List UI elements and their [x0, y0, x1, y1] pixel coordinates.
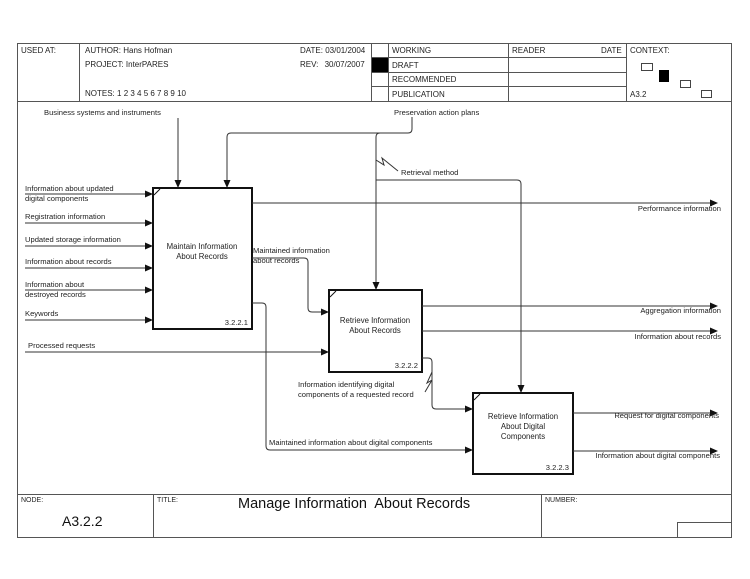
activity-title-3-2-2-1-line2: About Records: [176, 252, 228, 261]
label-maintained-info-components: Maintained information about digital com…: [269, 438, 433, 447]
project-label: PROJECT:: [85, 60, 124, 69]
status-checkbox-working[interactable]: [372, 44, 388, 57]
activity-box-3-2-2-3[interactable]: [472, 392, 574, 475]
status-checkbox-draft[interactable]: [372, 58, 388, 72]
activity-title-3-2-2-2-line2: About Records: [349, 326, 401, 335]
activity-box-3-2-2-2[interactable]: [328, 289, 423, 373]
activity-title-3-2-2-2-line1: Retrieve Information: [340, 316, 410, 325]
diagram-title: Manage Information About Records: [238, 496, 471, 512]
arrow-maintained-info-records: [252, 257, 329, 316]
activity-box-3-2-2-1[interactable]: [152, 187, 253, 330]
notes-value: 1 2 3 4 5 6 7 8 9 10: [117, 89, 186, 98]
context-node: A3.2: [630, 90, 647, 99]
label-input-destroyed-records-2: destroyed records: [25, 290, 86, 299]
date-field: DATE: 03/01/2004: [300, 46, 365, 55]
label-input-registration: Registration information: [25, 212, 105, 221]
arrow-maintained-info-components: [252, 302, 473, 454]
label-identifying-components-1: Information identifying digital: [298, 380, 395, 389]
label-output-request-components: Request for digital components: [614, 411, 719, 420]
label-input-processed-requests: Processed requests: [28, 341, 95, 350]
project-value: InterPARES: [125, 60, 169, 69]
reader-label: READER: [512, 46, 546, 55]
label-input-about-records: Information about records: [25, 257, 112, 266]
label-input-destroyed-records-1: Information about: [25, 280, 85, 289]
notes-label: NOTES:: [85, 89, 115, 98]
number-label: NUMBER:: [545, 497, 578, 504]
date-value: 03/01/2004: [325, 46, 366, 55]
label-maintained-info-records-2: about records: [253, 256, 300, 265]
status-checkbox-recommended[interactable]: [372, 73, 388, 86]
activity-title-3-2-2-1-line1: Maintain Information: [167, 242, 238, 251]
activity-title-3-2-2-3-line3: Components: [501, 432, 545, 441]
context-label: CONTEXT:: [630, 46, 670, 55]
label-retrieval-method: Retrieval method: [401, 168, 458, 177]
reader-date-label: DATE: [601, 46, 622, 55]
status-checkbox-publication[interactable]: [372, 87, 388, 101]
activity-title-3-2-2-3-line1: Retrieve Information: [488, 412, 558, 421]
label-input-keywords: Keywords: [25, 309, 59, 318]
rev-label: REV:: [300, 60, 319, 69]
node-value: A3.2.2: [62, 513, 103, 529]
arrow-retrieval-method: [376, 179, 525, 393]
arrow-preservation-plans-to-3222: [376, 132, 380, 289]
outer-border: [17, 43, 732, 538]
label-input-updated-components-2: digital components: [25, 194, 89, 203]
activity-title-3-2-2-3-line2: About Digital: [501, 422, 545, 431]
label-maintained-info-records-1: Maintained information: [253, 246, 330, 255]
date-label: DATE:: [300, 46, 323, 55]
label-output-about-components: Information about digital components: [595, 451, 720, 460]
retrieval-method-tag: [375, 156, 399, 172]
label-output-aggregation: Aggregation information: [640, 306, 721, 315]
label-business-systems: Business systems and instruments: [44, 108, 161, 117]
arrow-preservation-plans-to-3221: [223, 117, 413, 188]
notes-field: NOTES: 1 2 3 4 5 6 7 8 9 10: [85, 89, 186, 98]
context-thumbnail: [641, 63, 712, 98]
status-recommended: RECOMMENDED: [392, 75, 457, 84]
label-identifying-components-2: components of a requested record: [298, 390, 414, 399]
label-output-performance: Performance information: [638, 204, 721, 213]
label-preservation-plans: Preservation action plans: [394, 108, 479, 117]
node-label: NODE:: [21, 497, 44, 504]
author-value: Hans Hofman: [123, 46, 173, 55]
status-working: WORKING: [392, 46, 432, 55]
label-input-updated-components-1: Information about updated: [25, 184, 114, 193]
activity-number-3-2-2-3: 3.2.2.3: [546, 463, 569, 472]
status-publication: PUBLICATION: [392, 90, 445, 99]
arrow-identifying-components: [422, 357, 473, 413]
title-label: TITLE:: [157, 497, 179, 504]
author-field: AUTHOR: Hans Hofman: [85, 46, 172, 55]
project-field: PROJECT: InterPARES: [85, 60, 168, 69]
activity-number-3-2-2-1: 3.2.2.1: [225, 318, 248, 327]
status-draft: DRAFT: [392, 61, 419, 70]
rev-value: 30/07/2007: [324, 60, 365, 69]
author-label: AUTHOR:: [85, 46, 121, 55]
label-output-about-records: Information about records: [634, 332, 721, 341]
rev-field: REV: 30/07/2007: [300, 60, 365, 69]
label-input-updated-storage: Updated storage information: [25, 235, 121, 244]
activity-number-3-2-2-2: 3.2.2.2: [395, 361, 418, 370]
identifying-components-tag: [424, 371, 433, 393]
used-at-label: USED AT:: [21, 46, 56, 55]
